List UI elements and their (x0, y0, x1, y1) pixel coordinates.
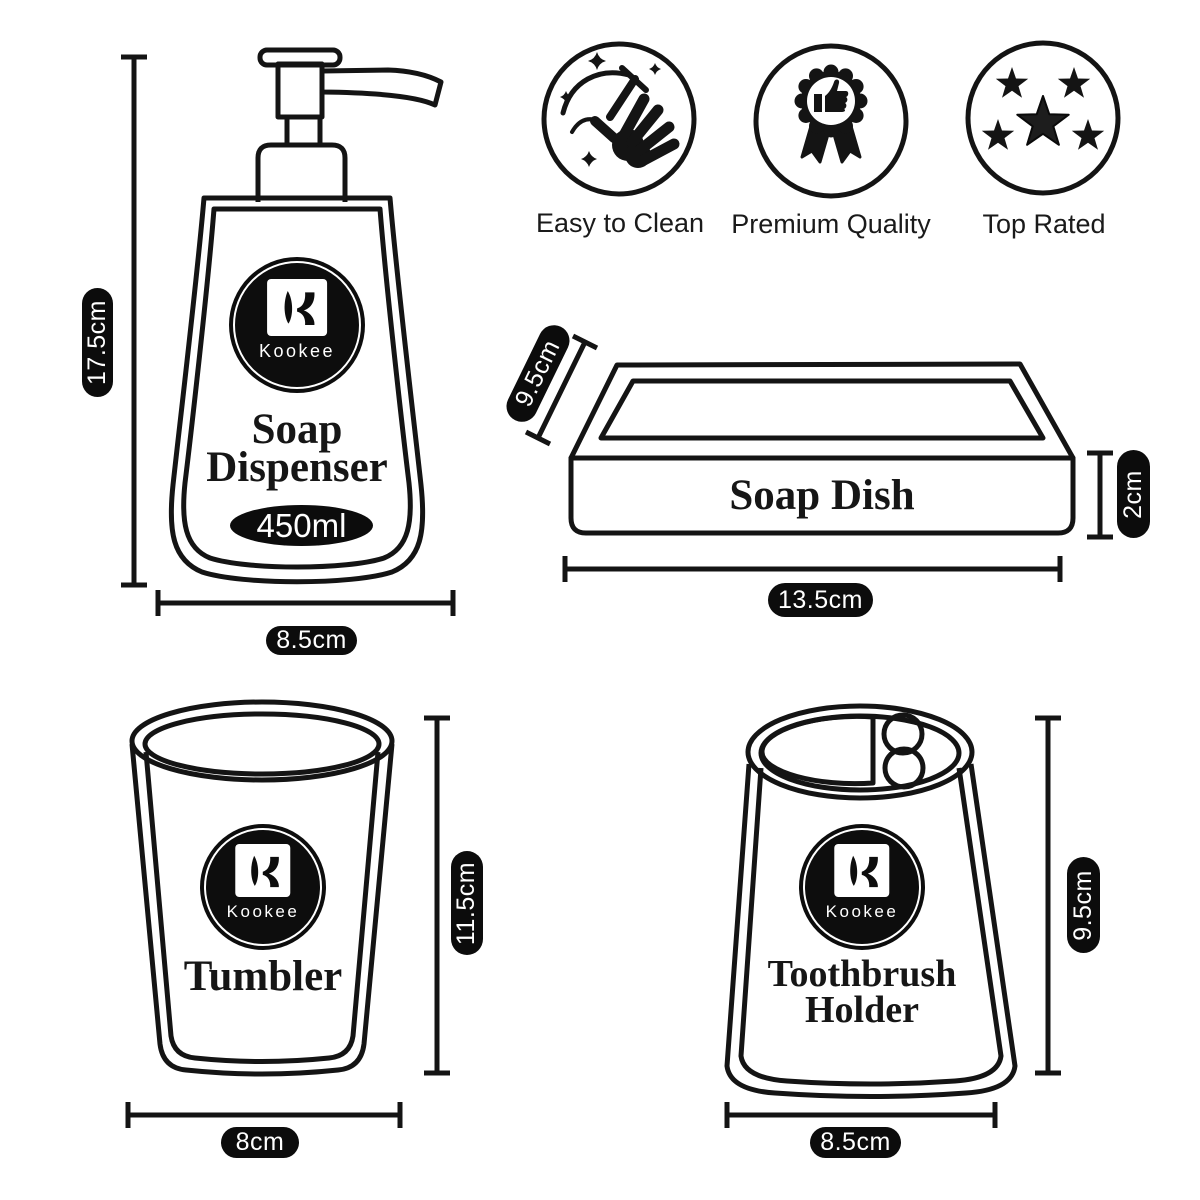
kookee-logo: Kookee (200, 824, 326, 950)
top-rated-label: Top Rated (982, 209, 1106, 239)
dim-holder-height-line (1035, 715, 1061, 1076)
tumbler-drawing (129, 699, 395, 1077)
kookee-logo: Kookee (799, 824, 925, 950)
dim-dish-depth-line (524, 333, 599, 447)
logo-wordmark: Kookee (258, 341, 336, 362)
tumbler-rim-inner (142, 711, 382, 777)
holder-body-inner (738, 767, 1004, 1087)
easy-to-clean-label: Easy to Clean (535, 208, 705, 238)
holder-hole-2 (882, 746, 926, 790)
kookee-k-monogram-icon (235, 844, 291, 898)
logo-ring (803, 828, 921, 946)
holder-hole-1 (881, 712, 925, 756)
toothbrush-holder-name: Toothbrush Holder (712, 953, 1012, 1031)
logo-wordmark: Kookee (226, 902, 300, 922)
hand-sparkle-clean-icon (541, 41, 697, 197)
soap-dispenser-drawing (168, 47, 444, 585)
dish-top-face (568, 361, 1076, 461)
toothbrush-holder-name-line2: Holder (805, 989, 919, 1031)
kookee-k-monogram-icon (834, 844, 890, 898)
logo-ring (204, 828, 322, 946)
dim-tumbler-height-line (424, 715, 450, 1076)
dish-inner-rim (598, 378, 1046, 441)
dim-dish-height-line (1087, 450, 1113, 540)
dim-dispenser-height-line (121, 54, 147, 588)
kookee-logo: Kookee (229, 257, 365, 393)
dim-holder-height-pill: 9.5cm (1067, 857, 1100, 953)
tumbler-name: Tumbler (183, 953, 343, 1000)
dim-tumbler-width-pill: 8cm (221, 1127, 299, 1158)
bottle-collar (255, 142, 348, 202)
soap-dish-name: Soap Dish (729, 472, 915, 519)
dim-holder-width-pill: 8.5cm (810, 1127, 901, 1158)
pump-stem (275, 61, 325, 120)
dim-holder-width-line (724, 1102, 998, 1128)
dish-front-face (568, 455, 1076, 536)
tumbler-rim-outer (129, 699, 395, 783)
pump-spout (319, 67, 444, 108)
pump-neck (284, 114, 323, 148)
five-stars-icon (965, 40, 1121, 196)
toothbrush-holder-name-line1: Toothbrush (767, 953, 957, 995)
dim-dispenser-width-line (155, 590, 456, 616)
bottle-body-outer (168, 195, 426, 585)
holder-divider-compartment (759, 713, 876, 787)
dim-tumbler-width-line (125, 1102, 403, 1128)
dim-dish-width-line (562, 556, 1063, 582)
logo-ring (233, 261, 361, 389)
premium-quality-label: Premium Quality (731, 209, 931, 239)
bottle-body-inner (181, 206, 413, 570)
logo-wordmark: Kookee (825, 902, 899, 922)
dim-dish-height-pill: 2cm (1117, 450, 1150, 538)
tumbler-body-outer (129, 743, 395, 1077)
soap-dish-drawing (568, 361, 1076, 536)
award-ribbon-thumbs-up-icon (753, 43, 909, 199)
dim-dispenser-height-pill: 17.5cm (82, 288, 113, 397)
holder-rim-outer (745, 703, 975, 801)
dimension-lines (121, 54, 1113, 1128)
dim-tumbler-height-pill: 11.5cm (451, 851, 483, 955)
dim-dispenser-width-pill: 8.5cm (266, 626, 357, 655)
holder-body-outer (724, 763, 1018, 1099)
soap-dispenser-name-line1: Soap (251, 406, 343, 453)
soap-dispenser-name-line2: Dispenser (206, 444, 388, 491)
kookee-k-monogram-icon (267, 278, 327, 336)
capacity-badge: 450ml (230, 505, 373, 546)
tumbler-body-inner (143, 751, 381, 1064)
toothbrush-holder-drawing (724, 703, 1018, 1099)
soap-dispenser-name: Soap Dispenser (147, 406, 447, 491)
dim-dish-width-pill: 13.5cm (768, 583, 873, 617)
